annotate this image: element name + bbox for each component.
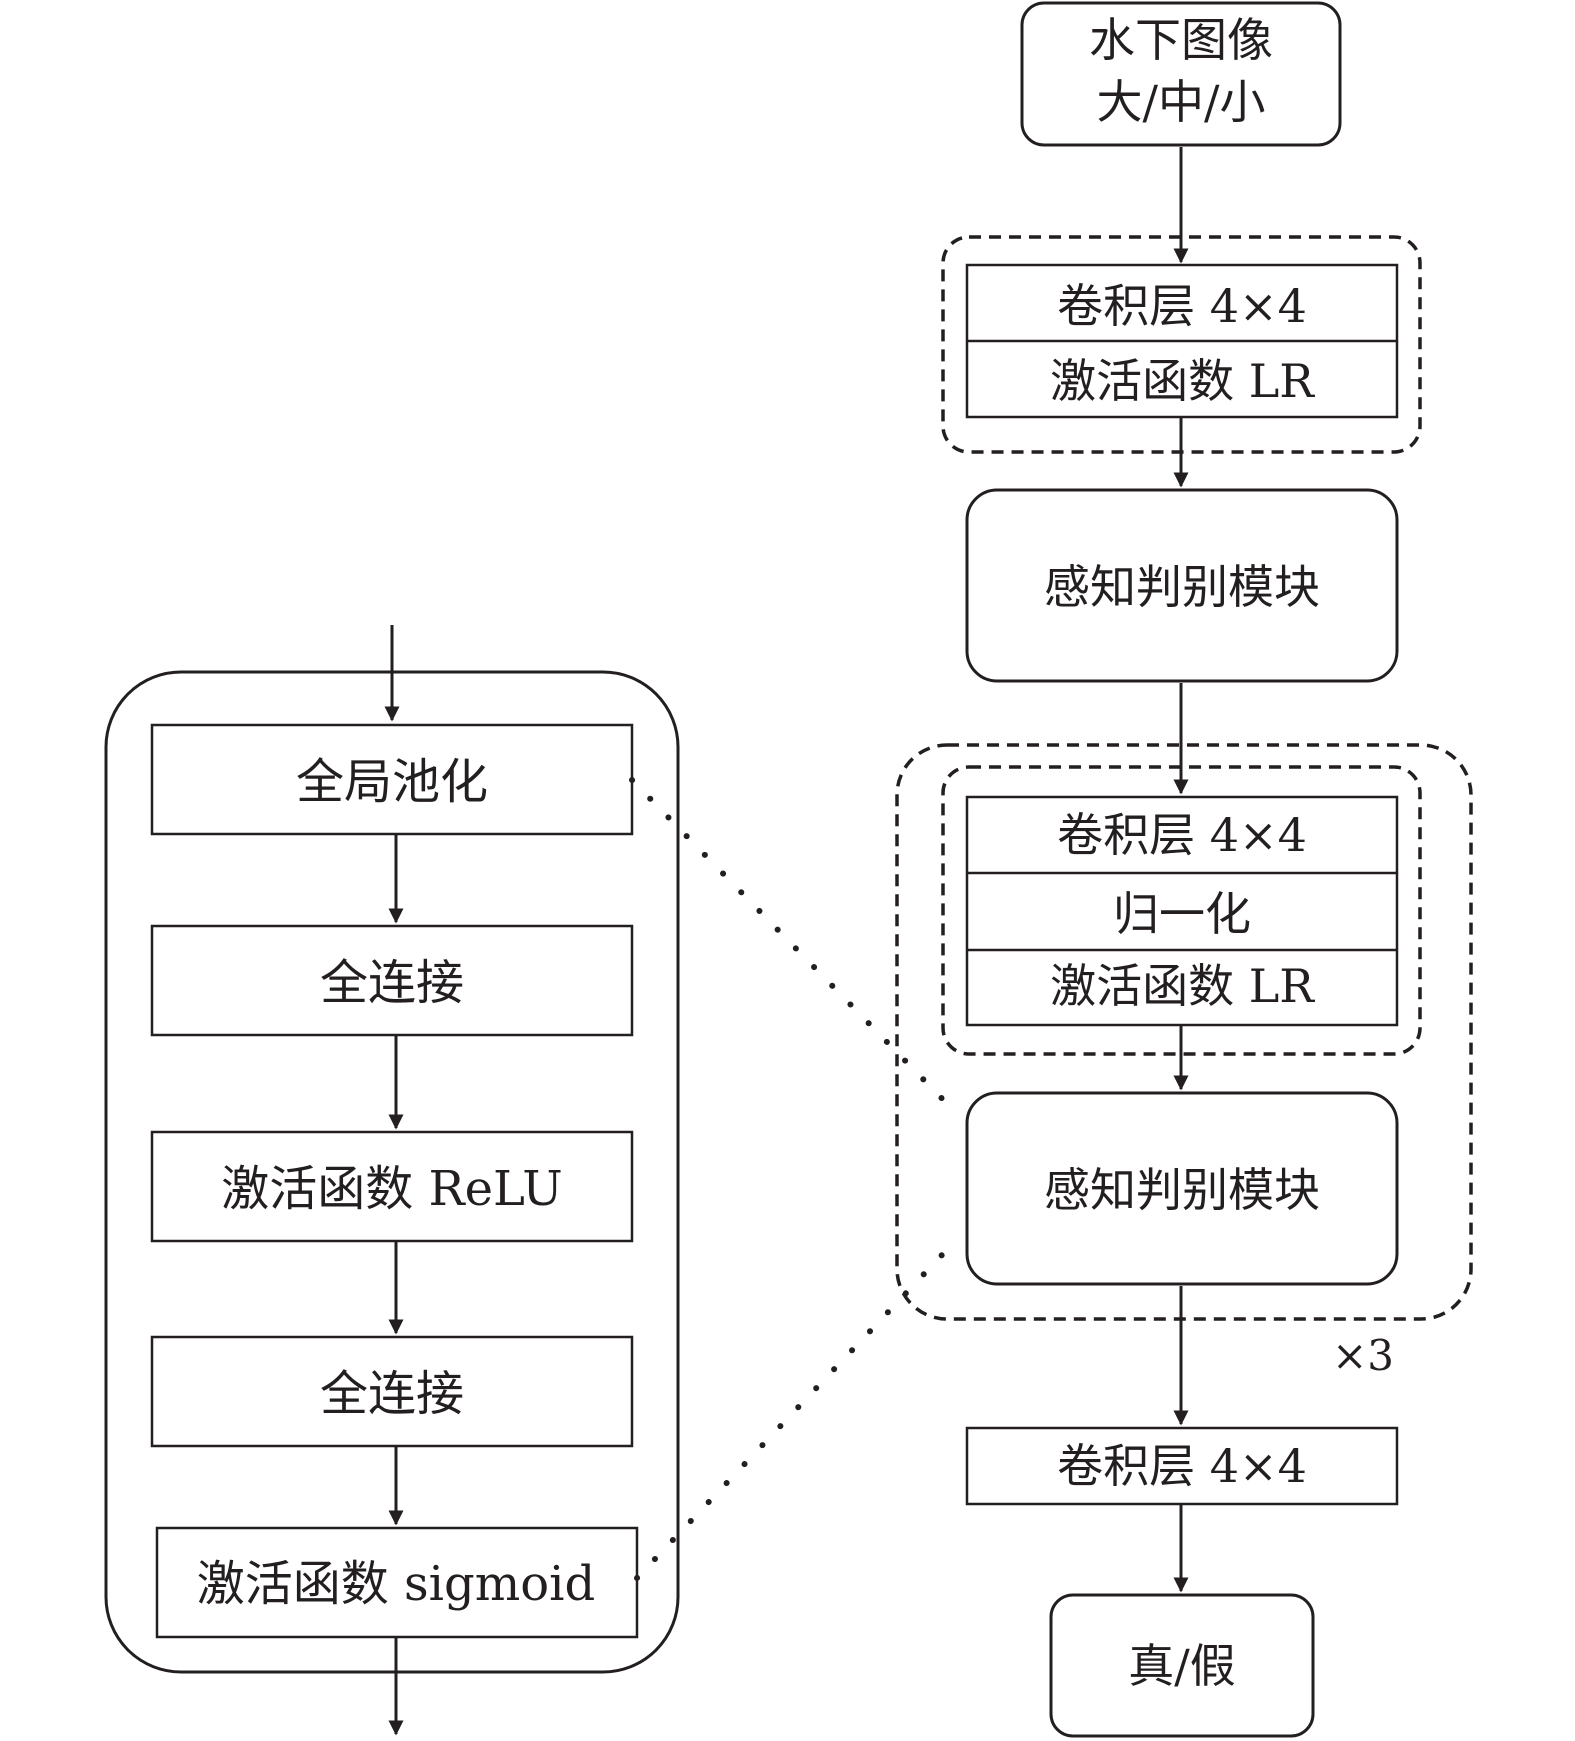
- zoom-connectors: [629, 777, 961, 1581]
- global-pool-block: 全局池化: [150, 723, 634, 836]
- fc2-block: 全连接: [150, 1335, 634, 1448]
- repeat-act-label: 激活函数 LR: [1050, 959, 1315, 1013]
- perception-module-1: 感知判别模块: [965, 488, 1399, 683]
- repeat-group-outer: [895, 743, 1473, 1321]
- output-label: 真/假: [1128, 1639, 1236, 1693]
- perception-module-2-label: 感知判别模块: [1044, 1163, 1320, 1217]
- input-image-node: 水下图像 大/中/小: [1020, 1, 1342, 147]
- fc1-block: 全连接: [150, 924, 634, 1037]
- sigmoid-label: 激活函数 sigmoid: [197, 1556, 595, 1612]
- repeat-group-inner: [941, 765, 1422, 1056]
- repeat-norm-label: 归一化: [1113, 887, 1251, 941]
- fc1-label: 全连接: [320, 955, 464, 1011]
- final-conv-block: 卷积层 4×4: [965, 1426, 1399, 1506]
- perception-module-2: 感知判别模块: [965, 1091, 1399, 1286]
- first-conv-label: 卷积层 4×4: [1057, 279, 1307, 333]
- first-act-label: 激活函数 LR: [1050, 354, 1315, 408]
- global-pool-label: 全局池化: [296, 754, 488, 810]
- main-flow: 水下图像 大/中/小 卷积层 4×4 激活函数 LR 感知判别模块 卷积层 4×…: [895, 1, 1473, 1738]
- final-conv-label: 卷积层 4×4: [1057, 1439, 1307, 1493]
- input-size-label: 大/中/小: [1097, 75, 1266, 129]
- zoom-connector-top: [629, 777, 961, 1118]
- fc2-label: 全连接: [320, 1366, 464, 1422]
- relu-label: 激活函数 ReLU: [221, 1161, 563, 1217]
- output-node: 真/假: [1049, 1593, 1315, 1738]
- first-conv-act-block: 卷积层 4×4 激活函数 LR: [965, 263, 1399, 419]
- zoom-connector-bottom: [634, 1235, 961, 1581]
- repeat-count-label: ×3: [1332, 1331, 1394, 1380]
- perception-module-1-label: 感知判别模块: [1044, 560, 1320, 614]
- sigmoid-block: 激活函数 sigmoid: [155, 1526, 639, 1639]
- repeat-conv-norm-act-block: 卷积层 4×4 归一化 激活函数 LR: [965, 795, 1399, 1027]
- relu-block: 激活函数 ReLU: [150, 1130, 634, 1243]
- repeat-conv-label: 卷积层 4×4: [1057, 808, 1307, 862]
- module-detail: 全局池化 全连接 激活函数 ReLU 全连接 激活函数 sigmoid: [104, 625, 680, 1736]
- input-image-label: 水下图像: [1089, 13, 1273, 67]
